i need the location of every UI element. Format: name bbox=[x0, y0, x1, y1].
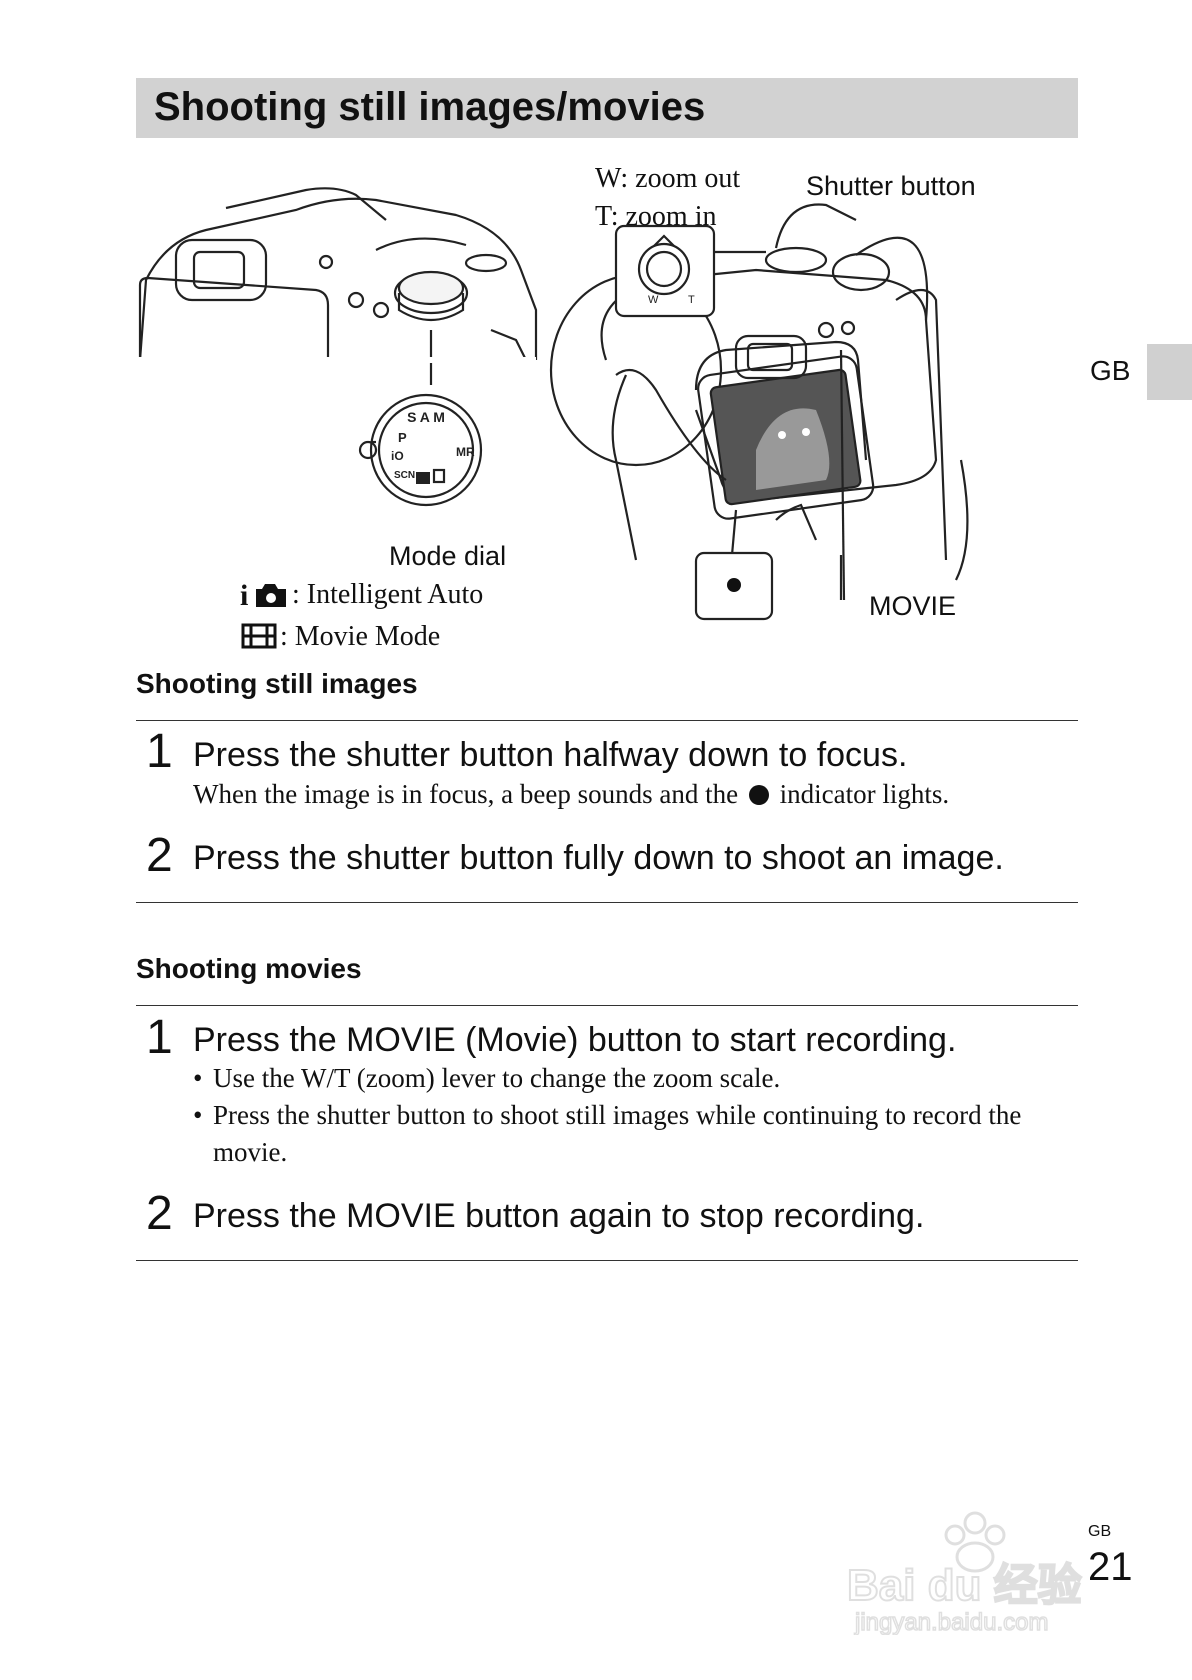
movie-mode-icon bbox=[241, 623, 277, 649]
movie-bullet: Press the shutter button to shoot still … bbox=[193, 1097, 1073, 1171]
intelligent-auto-legend: i : Intelligent Auto bbox=[240, 578, 483, 612]
indicator-dot-icon bbox=[748, 785, 769, 805]
intelligent-auto-text: : Intelligent Auto bbox=[292, 579, 484, 610]
still-step-1-text: Press the shutter button halfway down to… bbox=[193, 736, 908, 774]
movie-button-label: MOVIE bbox=[869, 591, 957, 621]
still-step-2-text: Press the shutter button fully down to s… bbox=[193, 839, 1004, 877]
svg-text:P: P bbox=[398, 430, 407, 445]
watermark-url: jingyan.baidu.com bbox=[854, 1609, 1048, 1635]
camera-illustration: S A M P iO MR SCN bbox=[136, 160, 1096, 670]
movie-step-2-text: Press the MOVIE button again to stop rec… bbox=[193, 1197, 925, 1235]
still-step-1-note: When the image is in focus, a beep sound… bbox=[193, 776, 949, 812]
side-tab-marker bbox=[1147, 344, 1192, 400]
page-language-label: GB bbox=[1088, 1523, 1112, 1540]
side-language-label: GB bbox=[1090, 355, 1131, 386]
baidu-watermark-logo: Bai du 经验 jingyan.baidu.com bbox=[845, 1495, 1105, 1637]
still-top-rule bbox=[136, 720, 1078, 721]
movies-top-rule bbox=[136, 1005, 1078, 1006]
title-bar: Shooting still images/movies bbox=[136, 78, 1078, 138]
paw-logo-icon: Bai du 经验 jingyan.baidu.com bbox=[846, 1511, 1083, 1637]
movie-mode-text: : Movie Mode bbox=[280, 621, 441, 652]
movie-step-1-bullets: Use the W/T (zoom) lever to change the z… bbox=[193, 1060, 1073, 1171]
zoom-out-label: W: zoom out bbox=[595, 163, 741, 194]
svg-text:SCN: SCN bbox=[394, 470, 415, 481]
svg-text:iO: iO bbox=[391, 449, 404, 463]
zoom-in-label: T: zoom in bbox=[595, 201, 717, 232]
lever-t-label: T bbox=[688, 294, 695, 306]
shutter-button-label: Shutter button bbox=[806, 171, 976, 201]
mode-dial-drawing: S A M P iO MR SCN bbox=[358, 393, 483, 507]
still-images-heading: Shooting still images bbox=[136, 668, 418, 699]
camera-in-hands-drawing bbox=[549, 203, 969, 621]
movie-step-2-number: 2 bbox=[146, 1187, 173, 1240]
watermark-brand: Bai du 经验 bbox=[847, 1561, 1082, 1610]
svg-text:MR: MR bbox=[456, 445, 475, 459]
lever-w-label: W bbox=[648, 294, 659, 306]
page-title: Shooting still images/movies bbox=[154, 85, 706, 129]
movie-mode-legend: : Movie Mode bbox=[240, 620, 440, 654]
camera-top-view-drawing bbox=[136, 187, 538, 385]
still-step-2-number: 2 bbox=[146, 829, 173, 882]
movie-step-1-text: Press the MOVIE (Movie) button to start … bbox=[193, 1021, 957, 1059]
movies-heading: Shooting movies bbox=[136, 953, 362, 984]
movie-step-1-number: 1 bbox=[146, 1011, 173, 1064]
camera-drawing: S A M P iO MR SCN bbox=[136, 187, 969, 621]
still-step-1-note-end: indicator lights. bbox=[779, 779, 950, 809]
svg-text:i: i bbox=[240, 579, 248, 609]
page-number: 21 bbox=[1088, 1545, 1133, 1589]
still-step-1-number: 1 bbox=[146, 725, 173, 778]
still-step-1-note-start: When the image is in focus, a beep sound… bbox=[193, 779, 739, 809]
still-bottom-rule bbox=[136, 902, 1078, 903]
mode-dial-label: Mode dial bbox=[389, 541, 507, 571]
svg-text:S A M: S A M bbox=[407, 409, 445, 425]
movies-bottom-rule bbox=[136, 1260, 1078, 1261]
intelligent-auto-icon: i bbox=[240, 579, 286, 612]
movie-bullet: Use the W/T (zoom) lever to change the z… bbox=[193, 1060, 1073, 1097]
